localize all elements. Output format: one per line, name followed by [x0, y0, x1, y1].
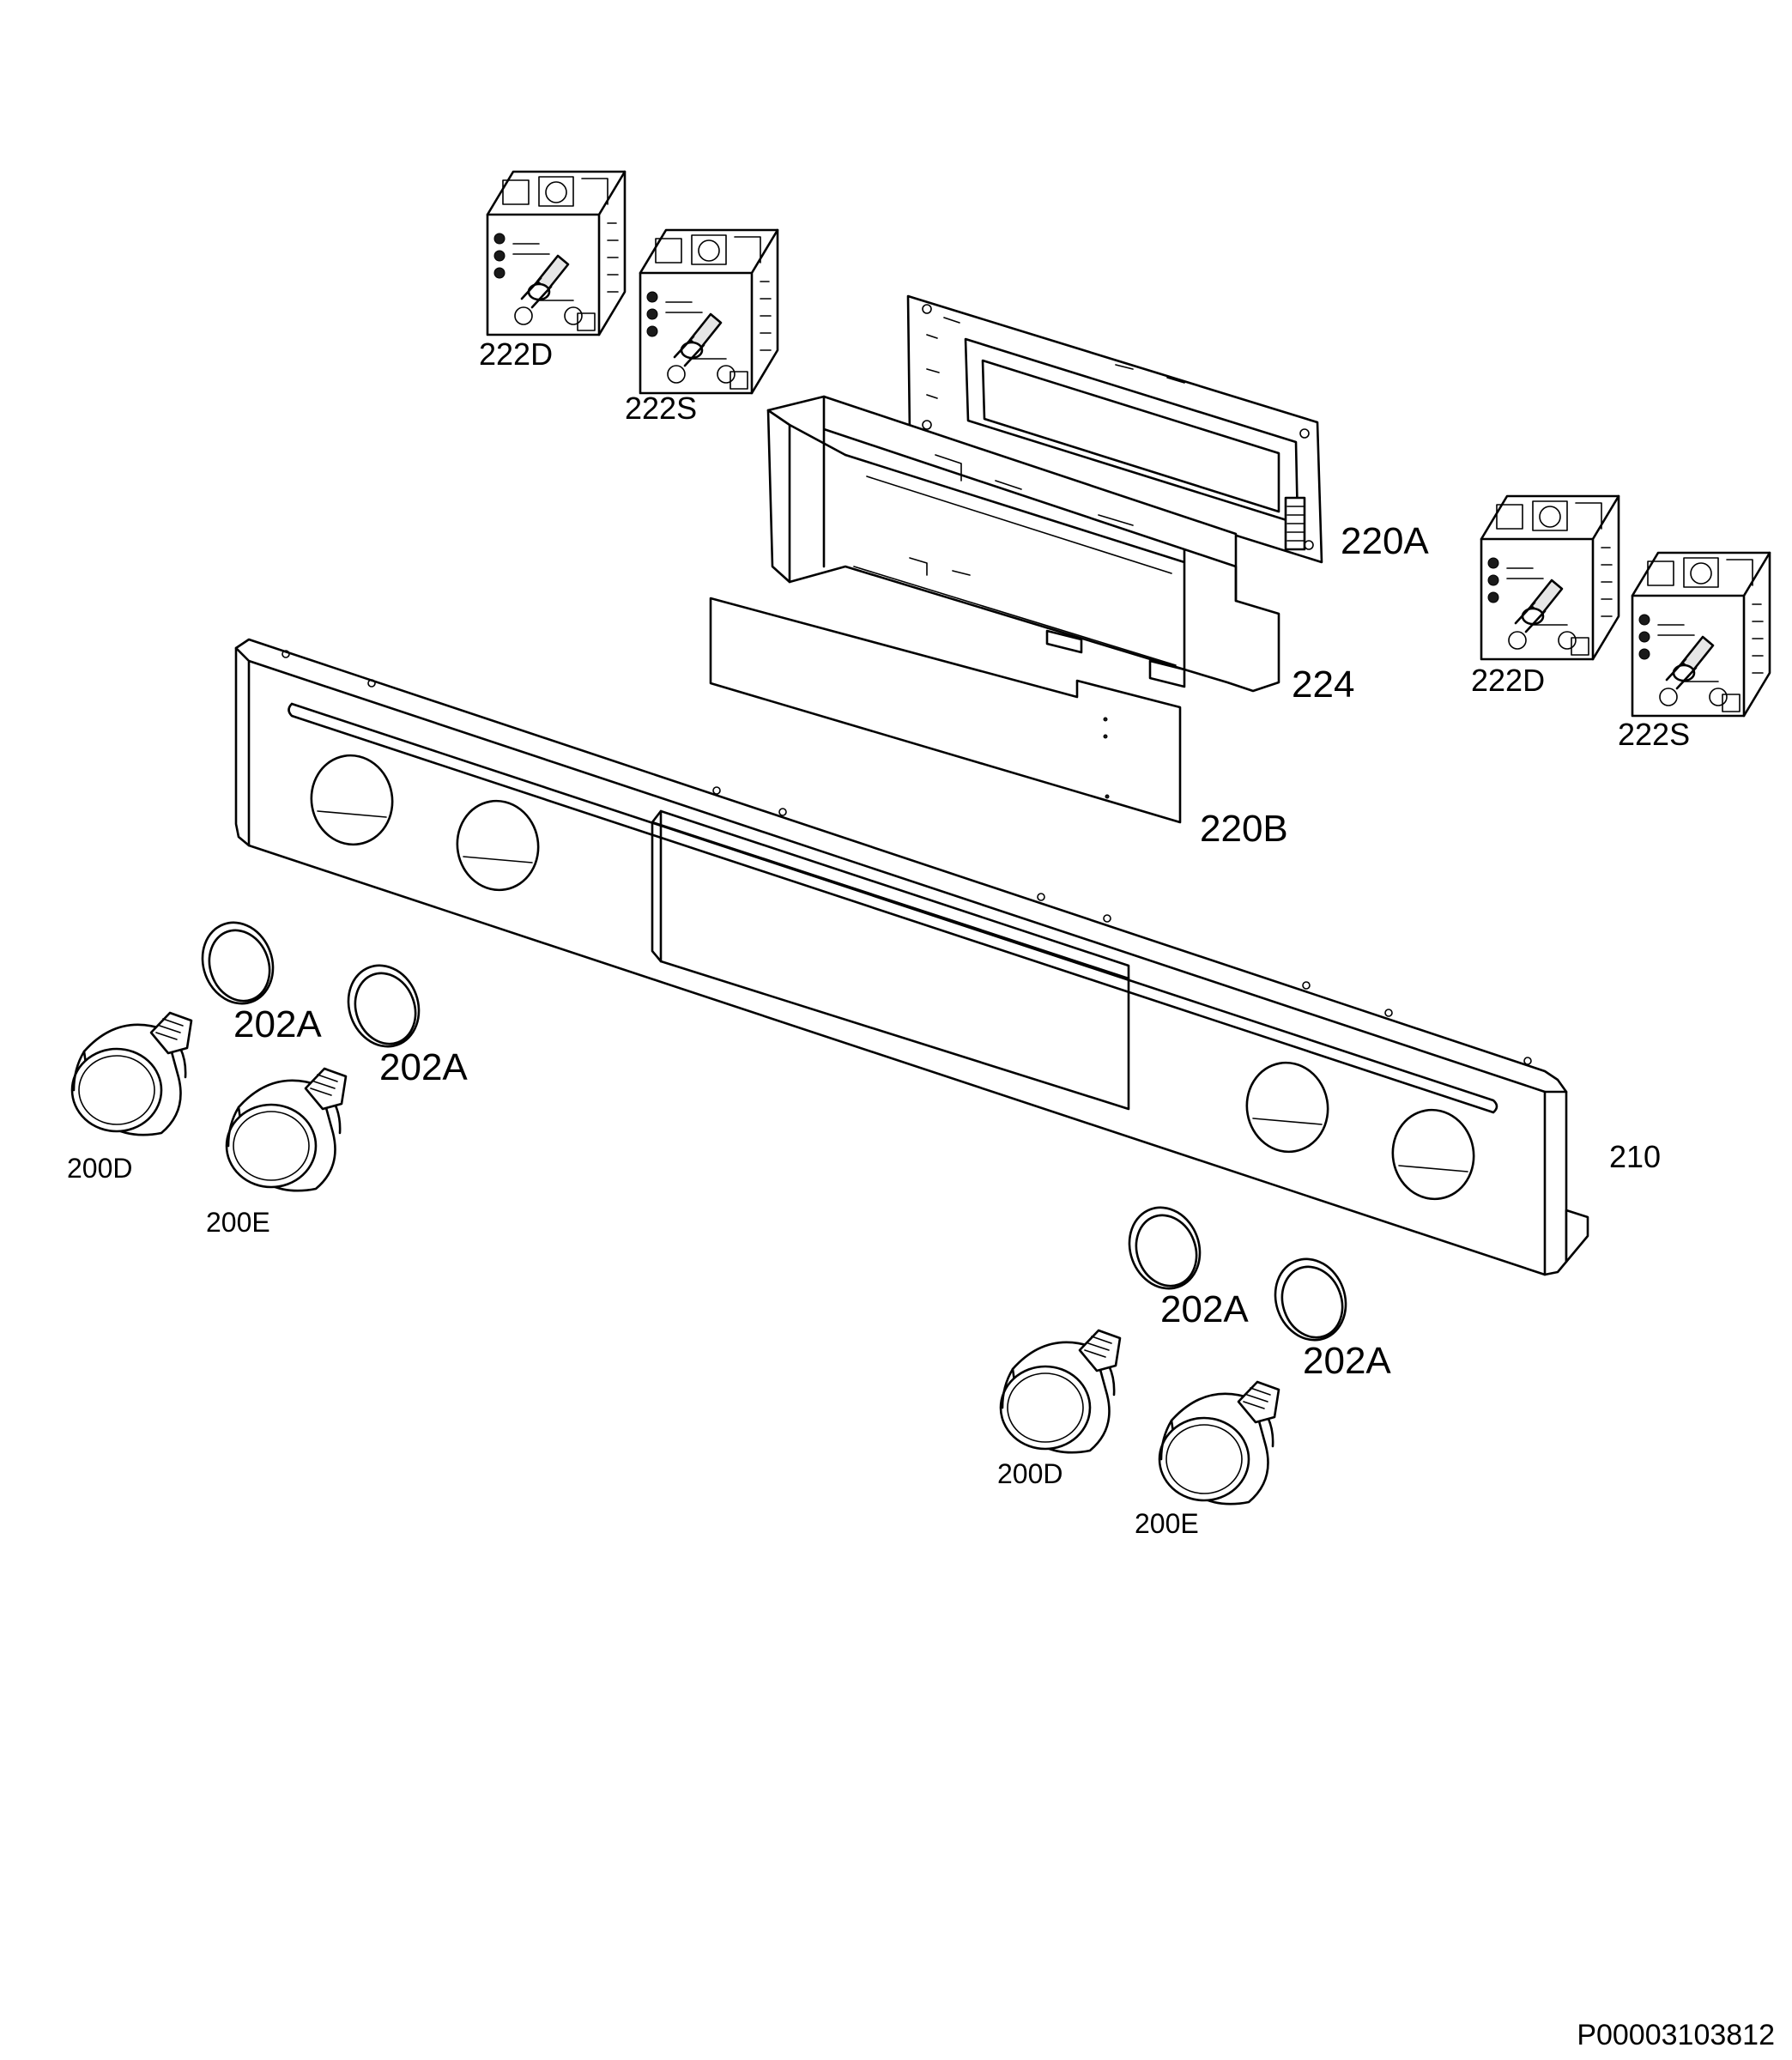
- switch-222D-upper-left: [486, 170, 627, 336]
- label-200E-right: 200E: [1135, 1508, 1199, 1539]
- label-210: 210: [1609, 1139, 1661, 1174]
- label-224: 224: [1292, 663, 1354, 706]
- switch-222D-right: [1480, 494, 1620, 661]
- label-222D-right: 222D: [1471, 663, 1545, 698]
- label-202A-4: 202A: [1303, 1340, 1391, 1382]
- knob-ring-202A-1: [190, 911, 286, 1015]
- label-200D-left: 200D: [67, 1153, 133, 1184]
- knob-ring-202A-4: [1262, 1247, 1359, 1352]
- knob-200E-left: [225, 1067, 348, 1192]
- label-202A-2: 202A: [379, 1046, 468, 1088]
- display-film-220B: [709, 597, 1182, 824]
- label-202A-3: 202A: [1160, 1288, 1249, 1330]
- label-220B: 220B: [1200, 808, 1288, 850]
- knob-200D-left: [70, 1011, 193, 1136]
- control-panel-210: [234, 638, 1589, 1276]
- label-202A-1: 202A: [233, 1003, 322, 1045]
- knob-200E-right: [1158, 1380, 1280, 1506]
- label-222S-upper-left: 222S: [625, 391, 697, 426]
- switch-222S-upper-left: [639, 228, 779, 395]
- knob-ring-202A-3: [1117, 1196, 1213, 1300]
- label-222D-upper-left: 222D: [479, 336, 553, 372]
- label-200E-left: 200E: [206, 1207, 270, 1238]
- display-housing-224: [766, 395, 1280, 693]
- switch-222S-right: [1631, 551, 1771, 718]
- control-board-220A: [906, 294, 1323, 564]
- label-200D-right: 200D: [997, 1458, 1063, 1489]
- knob-ring-202A-2: [336, 954, 432, 1058]
- drawing-code: P00003103812: [1577, 2019, 1775, 2051]
- label-220A: 220A: [1341, 520, 1429, 562]
- label-222S-right: 222S: [1618, 717, 1690, 752]
- knob-200D-right: [999, 1329, 1122, 1454]
